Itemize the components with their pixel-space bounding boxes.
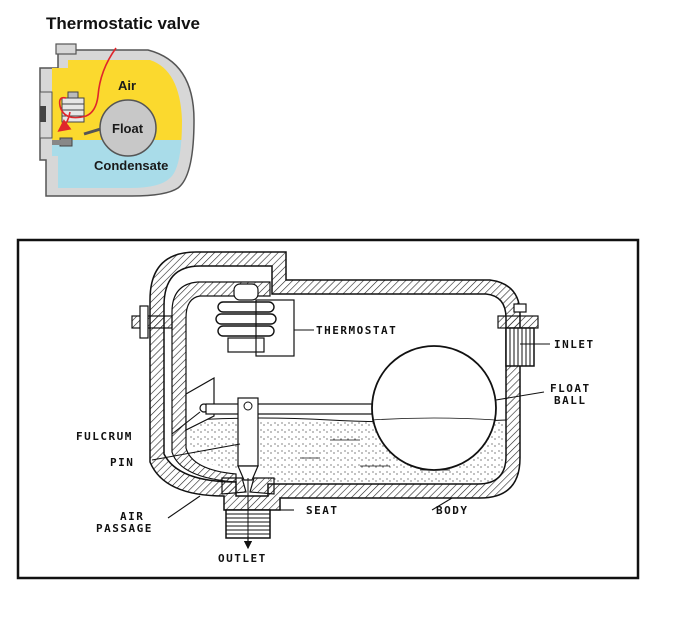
float-water-line — [371, 417, 497, 421]
inlet-connection — [505, 327, 535, 367]
air-passage-label-line1: AIR — [120, 510, 144, 523]
left-flange — [131, 315, 173, 329]
float-ball-label-line1: FLOAT — [550, 382, 591, 395]
left-bolt — [139, 305, 149, 339]
air-flow-arrow — [58, 47, 117, 119]
inlet-threads — [509, 328, 531, 366]
pin-tip — [237, 465, 259, 481]
pin-joint — [243, 401, 253, 411]
float-label: Float — [112, 121, 144, 136]
air-vent-arrow — [57, 111, 72, 132]
thermostat-bellows — [215, 283, 295, 357]
top-cap — [55, 43, 77, 55]
float-ball-label-line2: BALL — [554, 394, 587, 407]
right-flange — [497, 315, 539, 329]
float-lever-arm — [205, 403, 373, 415]
outlet-pipe — [52, 140, 62, 145]
condensate-label: Condensate — [94, 158, 168, 173]
body-label: BODY — [436, 504, 469, 517]
leader-lines — [151, 329, 550, 519]
diagram-title: Thermostatic valve — [46, 14, 201, 33]
seat-left — [221, 477, 247, 495]
inlet-label: INLET — [554, 338, 595, 351]
fulcrum-label: FULCRUM — [76, 430, 133, 443]
float-ball — [371, 345, 497, 471]
float-ball — [99, 99, 157, 157]
air-passage-wall — [171, 281, 271, 483]
right-bolt — [513, 303, 527, 313]
seat-label: SEAT — [306, 504, 339, 517]
thermostat-label: THERMOSTAT — [316, 324, 397, 337]
seat-right — [249, 477, 275, 495]
air-passage-label-line2: PASSAGE — [96, 522, 153, 535]
figure-frame — [16, 238, 640, 580]
pin-label: PIN — [110, 456, 134, 469]
outlet-label: OUTLET — [218, 552, 267, 565]
inlet-port — [40, 106, 46, 122]
air-label: Air — [118, 78, 136, 93]
